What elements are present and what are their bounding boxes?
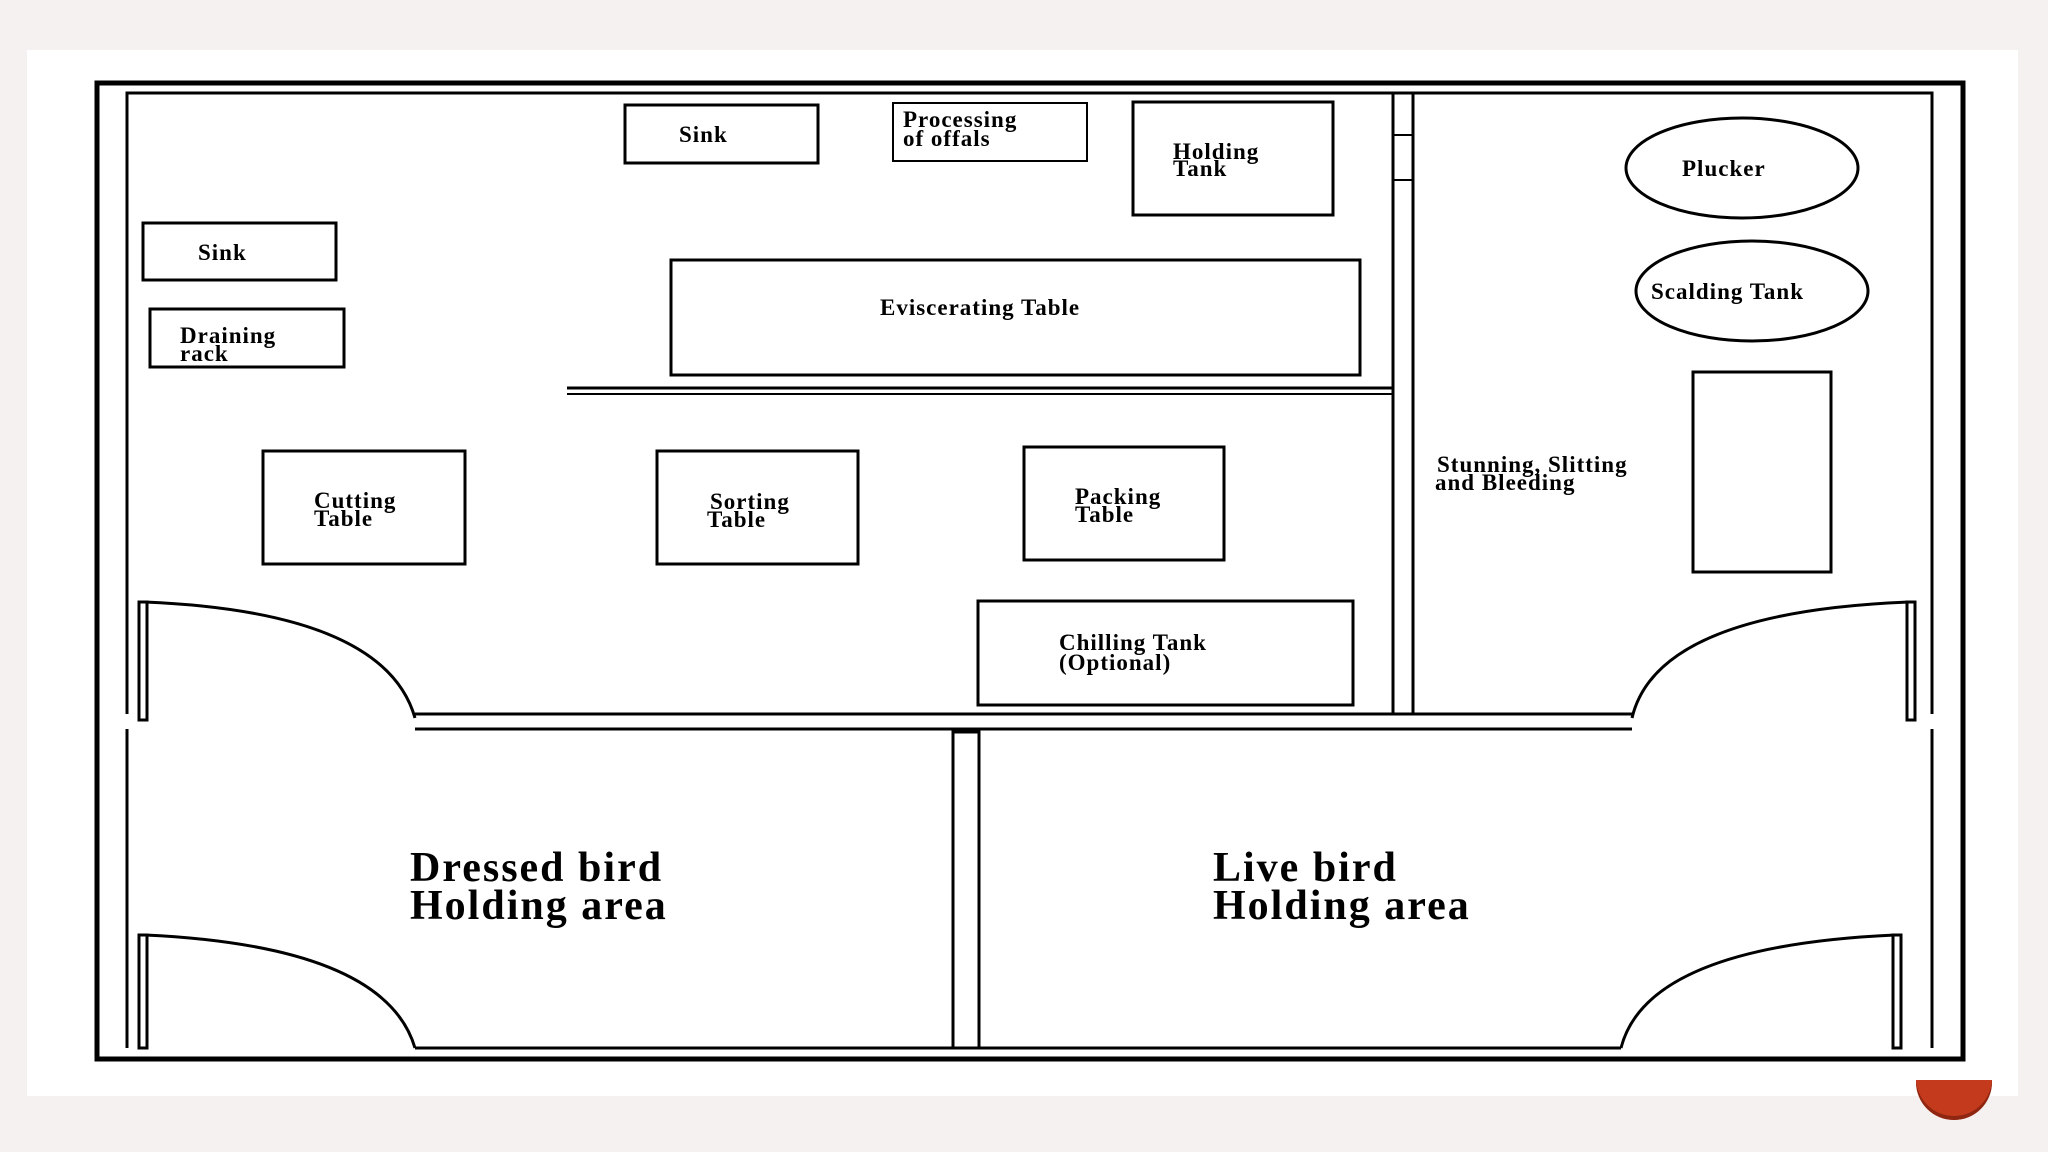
draining-rack-label-1: Draining [180,323,276,348]
sink-left-box [141,221,338,282]
outer-wall [94,80,1966,1062]
inner-wall-top [125,91,1934,714]
packing-table-label-2: Table [1075,502,1134,527]
door-live-bird [1619,933,1903,1050]
scalding-tank-circle [1634,239,1870,343]
dressed-bird-label-2: Holding area [410,883,668,929]
door-processing [137,600,417,722]
stunning-label-1: Stunning, Slitting [1437,452,1628,477]
chilling-tank-box [976,599,1355,707]
live-bird-label-1: Live bird [1213,845,1398,891]
bleeding-rack-box [1691,370,1833,574]
sink-top-label: Sink [679,122,728,147]
sink-left-label: Sink [198,240,247,265]
packing-table-box [1022,445,1226,562]
cutting-table-box [261,449,467,566]
cutting-table-label-2: Table [314,506,373,531]
sink-top-box [623,103,820,165]
holding-partition [951,730,981,1050]
door-slaughter [1630,600,1917,722]
processing-offals-label-2: of offals [903,126,991,151]
holding-tank-label-2: Tank [1173,156,1227,181]
floor-plan: Sink Processing of offals Holding Tank S… [94,80,1966,1062]
processing-offals-box [892,102,1088,162]
eviscerating-table-box [669,258,1362,377]
door-dressed-bird [137,933,417,1050]
holding-tank-label-1: Holding [1173,139,1259,164]
holding-tank-box [1131,100,1335,217]
chilling-tank-label-1: Chilling Tank [1059,630,1207,655]
live-bird-label-2: Holding area [1213,883,1471,929]
draining-rack-label-2: rack [180,341,229,366]
dressed-bird-label-1: Dressed bird [410,845,663,891]
badge-disc [1916,1080,1992,1120]
packing-table-label-1: Packing [1075,484,1161,509]
sorting-table-label-1: Sorting [710,489,790,514]
slide-corner-badge [1916,1080,1992,1120]
scalding-tank-label: Scalding Tank [1651,279,1804,304]
chilling-tank-label-2: (Optional) [1059,650,1171,675]
stunning-label-2: and Bleeding [1435,470,1575,495]
plucker-circle [1624,116,1860,220]
draining-rack-box [148,307,346,369]
processing-offals-label-1: Processing [903,107,1017,132]
sorting-table-label-2: Table [707,507,766,532]
cutting-table-label-1: Cutting [314,488,396,513]
eviscerating-table-label: Eviscerating Table [880,295,1080,320]
plucker-label: Plucker [1682,156,1766,181]
slide: Sink Processing of offals Holding Tank S… [27,50,2018,1096]
sorting-table-box [655,449,860,566]
